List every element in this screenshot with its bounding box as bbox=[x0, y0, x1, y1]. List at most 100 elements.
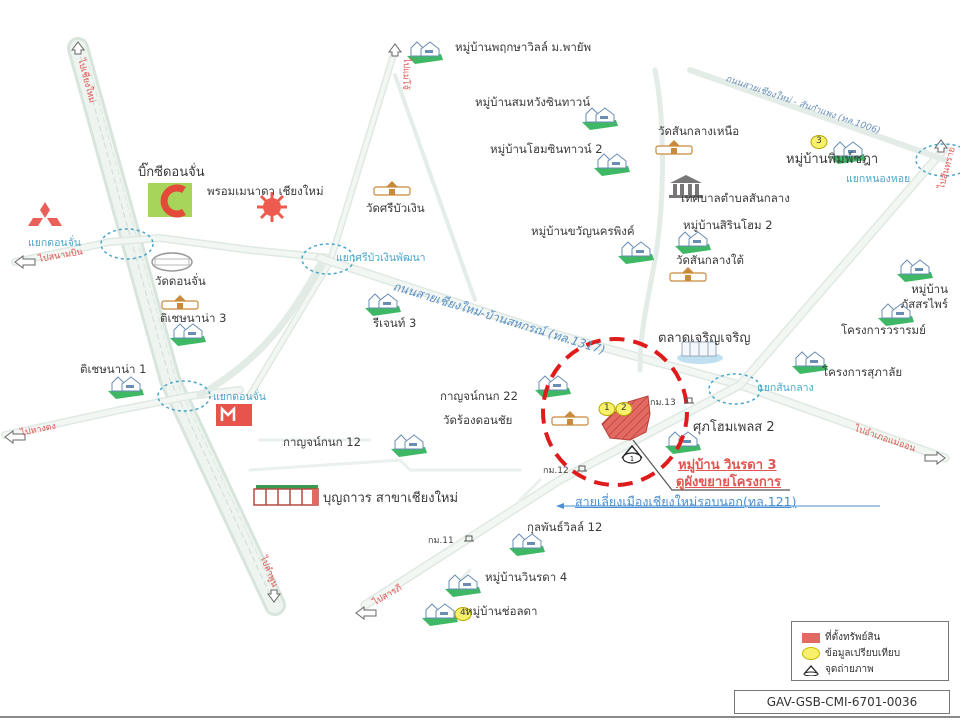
village-icon bbox=[665, 431, 701, 454]
village-label: รีเจนท์ 3 bbox=[373, 316, 417, 330]
village-icon bbox=[675, 231, 711, 254]
legend-label: จุดถ่ายภาพ bbox=[825, 664, 874, 675]
arrow-south-icon bbox=[267, 589, 281, 603]
village-icon bbox=[422, 603, 458, 626]
subject-name: หมู่บ้าน วินรดา 3 bbox=[678, 458, 777, 473]
intersection-circles bbox=[100, 143, 960, 412]
promenada-logo bbox=[257, 192, 287, 222]
village-label: โครงการสุภาลัย bbox=[822, 365, 903, 379]
village-icon bbox=[535, 375, 571, 398]
village-label: หมู่บ้าน ภัสสรไพร์ bbox=[900, 282, 948, 311]
comparable-number: 2 bbox=[621, 403, 627, 413]
village-label: หมู่บ้านสมหวังซินทาวน์ bbox=[475, 95, 591, 109]
comparable-number: 4 bbox=[460, 608, 466, 618]
intersection-label: แยกสันกลาง bbox=[757, 382, 814, 394]
store-label: บุญถาวร สาขาเชียงใหม่ bbox=[323, 491, 459, 506]
village-icon bbox=[407, 41, 443, 64]
legend-item-property: ที่ตั้งทรัพย์สิน bbox=[802, 630, 880, 645]
village-icon bbox=[830, 141, 866, 164]
village-label: หมู่บ้านช่อลดา bbox=[465, 604, 538, 618]
comparable-marker-1 bbox=[598, 402, 616, 416]
village-icon bbox=[391, 434, 427, 457]
mitsubishi-logo bbox=[28, 202, 62, 226]
intersection-label: แยกดอนจั่น bbox=[213, 391, 266, 403]
photo-point-number: 1 bbox=[630, 455, 634, 463]
store-icon bbox=[253, 485, 319, 506]
comparable-number: 1 bbox=[604, 403, 610, 413]
arrow-west-icon bbox=[4, 430, 26, 444]
divider bbox=[0, 716, 960, 718]
village-label: หมู่บ้านพฤกษาวิลล์ ม.พายัพ bbox=[455, 40, 592, 54]
comparable-markers bbox=[454, 135, 828, 621]
village-label: หมู่บ้านขวัญนครพิงค์ bbox=[531, 224, 635, 238]
village-label: หมู่บ้านพิมพ์ชฎา bbox=[786, 152, 879, 167]
village-label: หมู่บ้านสิรินโฮม 2 bbox=[683, 218, 773, 232]
village-label: ศุภโฮมเพลส 2 bbox=[693, 420, 775, 435]
intersection-label: แยกดอนจั่น bbox=[28, 237, 81, 249]
km-marker-icons bbox=[464, 397, 694, 542]
legend-item-photo: จุดถ่ายภาพ bbox=[802, 662, 874, 677]
village-icon bbox=[108, 376, 144, 399]
comparable-number: 3 bbox=[816, 136, 822, 146]
photo-point-icon bbox=[621, 444, 643, 464]
km-marker-label: กม.13 bbox=[650, 398, 676, 408]
intersection-label: แยกหนองหอย bbox=[846, 173, 911, 185]
subject-property bbox=[601, 395, 790, 491]
reference-code: GAV-GSB-CMI-6701-0036 bbox=[734, 690, 950, 714]
village-label: ติเชษนาน่า 3 bbox=[160, 311, 227, 325]
village-icon bbox=[582, 107, 618, 130]
temple-label: วัดศรีบัวเงิน bbox=[366, 201, 425, 215]
photo-point-icon bbox=[803, 664, 819, 676]
arrow-airport-icon bbox=[14, 255, 36, 269]
highlight-circle bbox=[541, 337, 689, 487]
arrow-southwest-icon bbox=[355, 606, 377, 620]
map-legend: ที่ตั้งทรัพย์สิน ข้อมูลเปรียบเทียบ จุดถ่… bbox=[791, 621, 949, 681]
village-icon bbox=[618, 241, 654, 264]
arrow-east-icon bbox=[924, 451, 946, 465]
municipality-label: เทศบาลตำบลสันกลาง bbox=[681, 191, 790, 205]
km-marker-label: กม.11 bbox=[428, 536, 454, 546]
intersection-i2 bbox=[301, 243, 355, 275]
temple-label: วัดร้องดอนชัย bbox=[443, 413, 513, 427]
village-icon bbox=[878, 303, 914, 326]
temple-icon bbox=[373, 181, 411, 196]
temple-label: วัดดอนจั่น bbox=[155, 274, 206, 288]
comparable-marker-4 bbox=[454, 607, 472, 621]
callout-line bbox=[632, 439, 790, 491]
promenada-label: พรอมเมนาดา เชียงใหม่ bbox=[207, 184, 324, 198]
bigc-label: บิ๊กซีดอนจั่น bbox=[138, 165, 205, 180]
direction-label: ไปแม่โจ้ bbox=[399, 57, 411, 91]
market-icon bbox=[677, 341, 723, 364]
subject-note[interactable]: ดูผังขยายโครงการ bbox=[676, 475, 781, 490]
legend-label: ที่ตั้งทรัพย์สิน bbox=[825, 632, 881, 643]
village-icon bbox=[445, 574, 481, 597]
comparable-swatch-icon bbox=[802, 647, 820, 660]
village-icon bbox=[170, 323, 206, 346]
legend-item-comparable: ข้อมูลเปรียบเทียบ bbox=[802, 646, 900, 661]
icons-layer bbox=[108, 41, 933, 626]
temple-icon bbox=[161, 295, 199, 310]
bigc-logo bbox=[148, 183, 192, 218]
village-icon bbox=[792, 351, 828, 374]
property-swatch-icon bbox=[802, 632, 820, 643]
makro-logo bbox=[216, 404, 252, 426]
comparable-marker-3 bbox=[810, 135, 828, 149]
market-label: ตลาดเจริญเจริญ bbox=[658, 331, 751, 346]
road-label-121: สายเลี่ยงเมืองเชียงใหม่รอบนอก(ทล.121) bbox=[575, 494, 797, 509]
temple-label: วัดสันกลางใต้ bbox=[676, 253, 744, 267]
village-label: กาญจน์กนก 12 bbox=[283, 435, 361, 449]
temple-icon bbox=[655, 140, 693, 155]
village-label: หมู่บ้านโฮมซินทาวน์ 2 bbox=[490, 142, 603, 156]
temple-icon bbox=[551, 411, 589, 426]
road-1006 bbox=[687, 67, 948, 163]
village-label: ติเชษนาน่า 1 bbox=[80, 362, 147, 376]
legend-label: ข้อมูลเปรียบเทียบ bbox=[825, 648, 901, 659]
village-label: หมู่บ้านวินรดา 4 bbox=[485, 570, 568, 584]
intersection-i4 bbox=[157, 380, 211, 412]
comparable-marker-2 bbox=[615, 402, 633, 416]
direction-arrows bbox=[4, 41, 948, 620]
intersection-label: แยกศรีบัวเงินพัฒนา bbox=[336, 252, 426, 264]
road-north-mid bbox=[246, 46, 399, 399]
village-label: กาญจน์กนก 22 bbox=[440, 389, 518, 403]
